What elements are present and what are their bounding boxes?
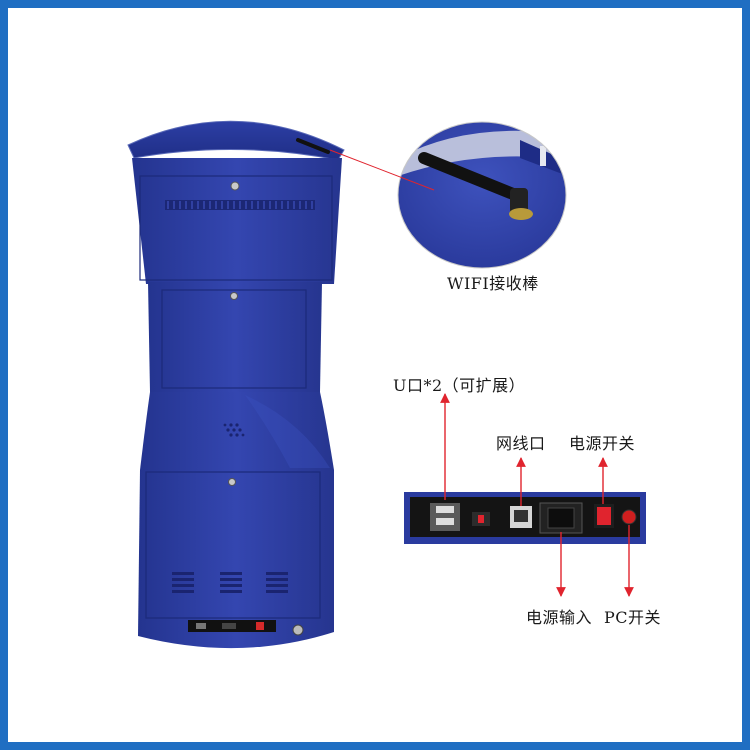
wifi-label: WIFI接收棒 xyxy=(447,274,539,293)
kiosk-body xyxy=(127,120,345,649)
head-vent xyxy=(165,200,315,210)
base-vents xyxy=(172,572,288,593)
antenna xyxy=(296,138,330,154)
power-input-label: 电源输入 xyxy=(526,608,593,627)
wifi-zoom xyxy=(397,121,567,269)
usb-label: U口*2（可扩展） xyxy=(393,376,526,395)
io-panel-zoom xyxy=(404,492,646,544)
speaker-grille xyxy=(223,423,245,437)
network-label: 网线口 xyxy=(496,434,546,453)
pc-switch-label: PC开关 xyxy=(604,608,662,627)
wifi-leader-line xyxy=(329,149,435,191)
lock-icon xyxy=(230,181,240,191)
power-switch-label: 电源开关 xyxy=(569,434,636,453)
